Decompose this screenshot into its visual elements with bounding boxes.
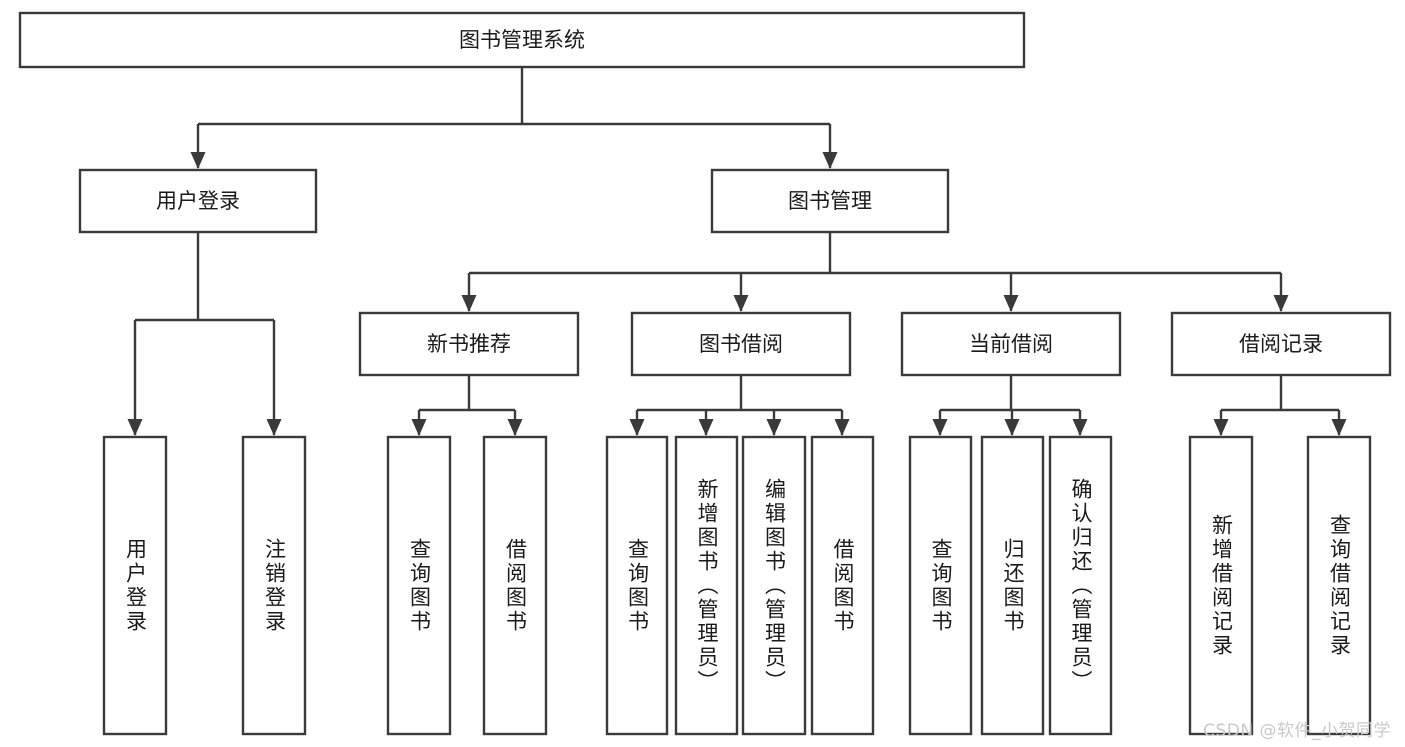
arrow-head-icon — [766, 419, 782, 436]
connectors-layer — [127, 67, 1347, 436]
arrow-head-icon — [1213, 419, 1229, 436]
arrow-head-icon — [190, 152, 206, 169]
node-leaf-9[interactable] — [980, 435, 1045, 736]
arrow-head-icon — [629, 419, 645, 436]
node-level2-0[interactable] — [78, 168, 318, 234]
arrow-head-icon — [698, 419, 714, 436]
node-level3-label-2: 当前借阅 — [969, 332, 1053, 356]
node-level3-label-1: 图书借阅 — [699, 332, 783, 356]
node-root-label: 图书管理系统 — [459, 28, 585, 52]
node-leaf-6[interactable] — [741, 435, 807, 736]
node-leaf-3[interactable] — [482, 435, 548, 736]
arrow-head-icon — [1273, 295, 1289, 312]
arrow-head-icon — [932, 419, 948, 436]
node-level3-1[interactable] — [630, 311, 852, 377]
arrow-head-icon — [1331, 419, 1347, 436]
node-level2-1[interactable] — [710, 168, 950, 234]
node-level3-label-0: 新书推荐 — [427, 332, 511, 356]
node-level2-label-0: 用户登录 — [156, 189, 240, 213]
node-leaf-12[interactable] — [1306, 435, 1372, 736]
node-leaf-0[interactable] — [102, 435, 168, 736]
node-level3-2[interactable] — [900, 311, 1122, 377]
arrow-head-icon — [733, 295, 749, 312]
node-leaf-5[interactable] — [674, 435, 739, 736]
node-leaf-2[interactable] — [386, 435, 452, 736]
arrow-head-icon — [822, 152, 838, 169]
arrow-head-icon — [1072, 419, 1088, 436]
node-leaf-4[interactable] — [605, 435, 669, 736]
csdn-watermark: CSDN @软件_小贺同学 — [1203, 721, 1391, 741]
node-level3-3[interactable] — [1170, 311, 1392, 377]
arrow-head-icon — [507, 419, 523, 436]
node-leaf-1[interactable] — [241, 435, 307, 736]
node-leaf-7[interactable] — [810, 435, 875, 736]
boxes-layer — [18, 11, 1392, 736]
arrow-head-icon — [1004, 419, 1020, 436]
arrow-head-icon — [1003, 295, 1019, 312]
arrow-head-icon — [461, 295, 477, 312]
node-level2-label-1: 图书管理 — [788, 189, 872, 213]
node-root[interactable] — [18, 11, 1026, 69]
arrow-head-icon — [266, 419, 282, 436]
arrow-head-icon — [834, 419, 850, 436]
node-level3-0[interactable] — [358, 311, 580, 377]
arrow-head-icon — [411, 419, 427, 436]
arrow-head-icon — [127, 419, 143, 436]
node-leaf-8[interactable] — [908, 435, 973, 736]
node-leaf-11[interactable] — [1188, 435, 1254, 736]
node-leaf-10[interactable] — [1048, 435, 1113, 736]
node-level3-label-3: 借阅记录 — [1239, 332, 1323, 356]
